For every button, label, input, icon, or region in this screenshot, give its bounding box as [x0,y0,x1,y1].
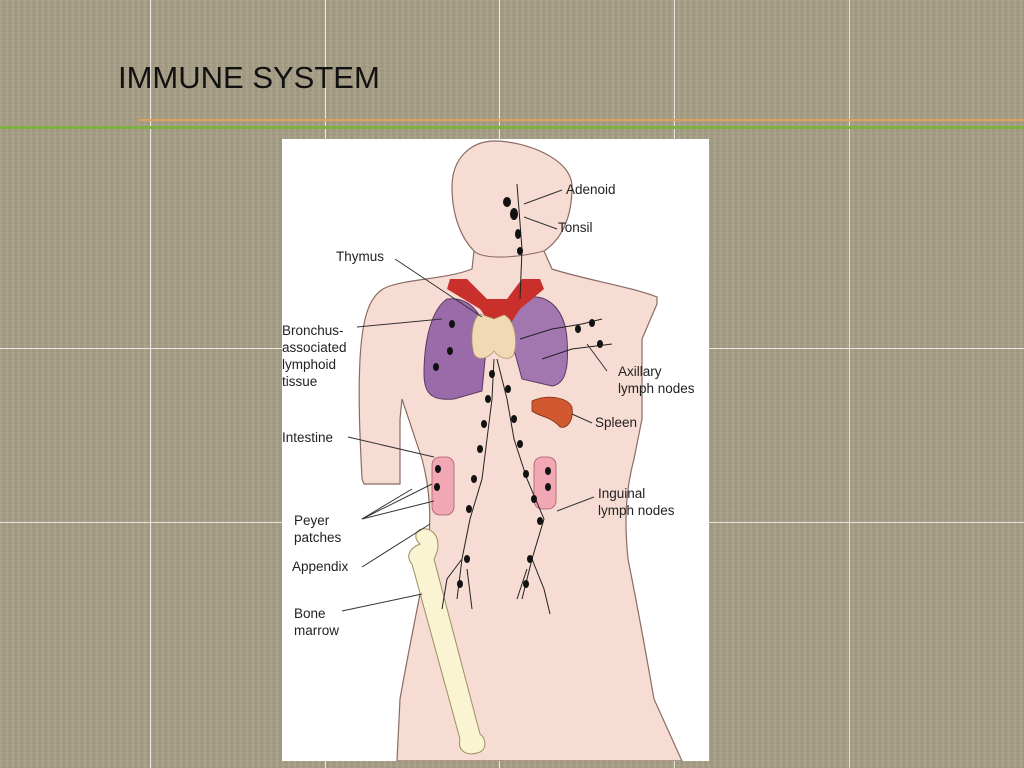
grid-line [150,0,151,768]
label-bone-marrow: Bone marrow [294,606,340,638]
body-illustration [341,140,683,761]
title-rule-orange [140,119,1024,121]
label-tonsil: Tonsil [558,220,593,235]
immune-system-figure: Adenoid Tonsil Thymus Bronchus- associat… [282,139,709,761]
label-adenoid: Adenoid [566,182,616,197]
slide-title: IMMUNE SYSTEM [118,60,380,95]
intestine-right [533,456,557,510]
label-thymus: Thymus [336,249,385,264]
label-spleen: Spleen [595,415,638,430]
label-peyer: Peyer patches [294,513,342,545]
left-lung [423,298,488,400]
leader-lines [341,189,608,612]
lymph-nodes [433,197,603,588]
spleen [531,396,573,428]
neck-shading [473,250,545,258]
label-appendix: Appendix [292,559,349,574]
femur [408,528,486,755]
thymus [471,313,516,359]
title-rule-green [0,126,1024,129]
grid-line [849,0,850,768]
label-bronchus: Bronchus- associated lymphoid tissue [282,323,347,389]
label-axillary: Axillary lymph nodes [618,364,695,396]
great-vessels [447,279,544,329]
label-inguinal: Inguinal lymph nodes [598,486,675,518]
label-intestine: Intestine [282,430,334,445]
